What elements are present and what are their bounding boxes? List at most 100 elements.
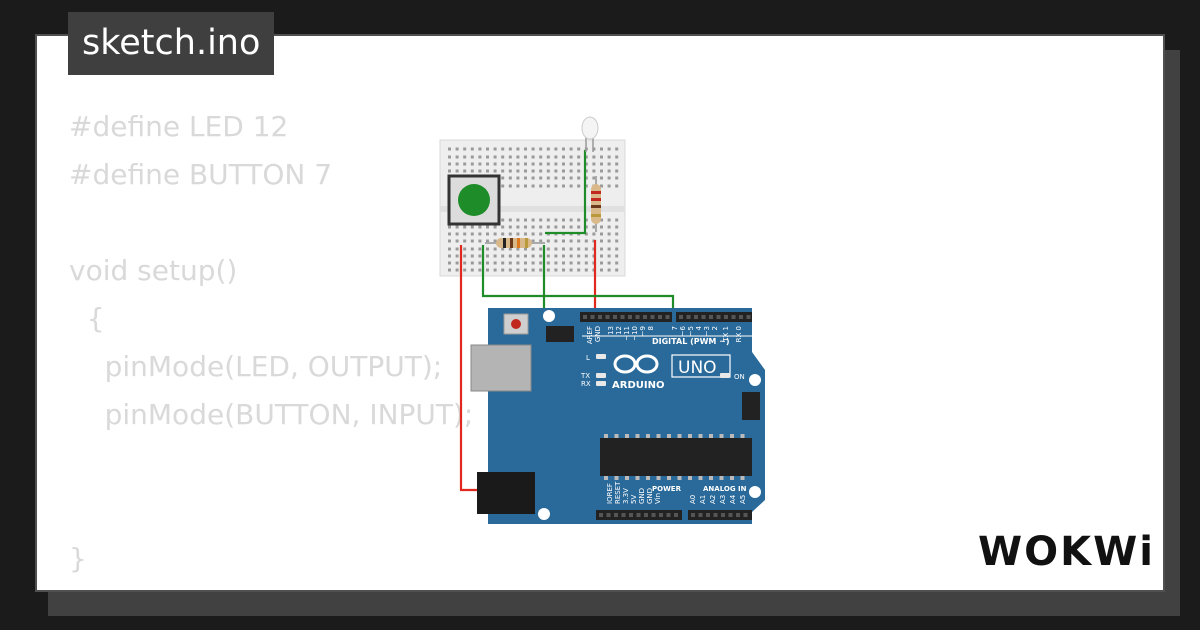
- breadboard-hole: [554, 261, 558, 265]
- breadboard-hole: [486, 162, 489, 166]
- breadboard-hole: [493, 162, 497, 166]
- pushbutton[interactable]: [447, 174, 501, 226]
- breadboard-hole: [470, 261, 474, 265]
- header-hole: [679, 315, 683, 319]
- breadboard-hole: [562, 155, 565, 159]
- pin-label: ~5: [687, 326, 695, 336]
- pushbutton-cap: [458, 184, 490, 216]
- pin-label: 13: [607, 326, 615, 335]
- breadboard-hole: [615, 147, 619, 151]
- pin-label: A2: [709, 495, 717, 504]
- header-hole: [605, 315, 610, 319]
- code-line: #define LED 12: [69, 110, 289, 143]
- breadboard-hole: [615, 268, 619, 272]
- chip-pin: [719, 434, 724, 438]
- chip-pin: [635, 434, 640, 438]
- breadboard-hole: [486, 155, 489, 159]
- chip-pin: [635, 476, 640, 480]
- breadboard-hole: [478, 268, 482, 272]
- breadboard-hole: [546, 261, 550, 265]
- breadboard-hole: [516, 254, 520, 258]
- breadboard-hole: [569, 239, 573, 243]
- breadboard-hole: [569, 225, 573, 229]
- breadboard-hole: [615, 225, 619, 229]
- breadboard-hole: [546, 169, 550, 173]
- pin-label: ~6: [679, 325, 687, 336]
- breadboard-hole: [531, 254, 535, 258]
- breadboard-hole: [546, 225, 550, 229]
- breadboard-hole: [531, 147, 535, 151]
- breadboard-hole: [607, 162, 611, 166]
- pin-label: GND: [646, 488, 654, 504]
- breadboard-hole: [448, 254, 451, 258]
- breadboard-hole: [584, 261, 588, 265]
- uno-box: [671, 354, 731, 378]
- chip-pin: [740, 476, 745, 480]
- breadboard-hole: [524, 184, 527, 188]
- chip-pin: [719, 476, 724, 480]
- breadboard-hole: [455, 254, 459, 258]
- breadboard-hole: [569, 218, 573, 222]
- pin-label: A5: [739, 495, 747, 504]
- header-hole: [659, 513, 663, 517]
- breadboard-hole: [448, 169, 451, 173]
- breadboard-hole: [607, 232, 611, 236]
- header-digital: [676, 312, 752, 322]
- breadboard-hole: [584, 176, 588, 180]
- breadboard-hole: [524, 155, 527, 159]
- chip-pin: [698, 476, 703, 480]
- header-hole: [598, 315, 602, 319]
- pin-label: ~10: [631, 326, 639, 341]
- breadboard-hole: [524, 218, 527, 222]
- breadboard-hole: [486, 239, 489, 243]
- breadboard-hole: [546, 254, 550, 258]
- breadboard-hole: [493, 268, 497, 272]
- code-line: #define BUTTON 7: [69, 158, 333, 191]
- breadboard-hole: [607, 254, 611, 258]
- header-hole: [713, 513, 718, 517]
- header-hole: [613, 315, 617, 319]
- breadboard-hole: [592, 147, 596, 151]
- led[interactable]: [581, 116, 599, 152]
- pin-label: 8: [647, 326, 655, 330]
- breadboard-hole: [584, 225, 588, 229]
- breadboard-hole: [615, 218, 619, 222]
- breadboard-hole: [478, 254, 482, 258]
- header-hole: [701, 315, 706, 319]
- atmega-chip: [600, 438, 752, 476]
- pin-label: A4: [729, 494, 737, 504]
- breadboard-hole: [470, 155, 474, 159]
- breadboard-hole: [539, 261, 543, 265]
- breadboard-hole: [455, 232, 459, 236]
- pin-label: 12: [615, 326, 623, 335]
- breadboard-hole: [562, 147, 565, 151]
- breadboard-hole: [554, 225, 558, 229]
- breadboard-hole: [554, 162, 558, 166]
- breadboard-hole: [539, 169, 543, 173]
- pin-label: ~11: [623, 326, 631, 341]
- file-tab[interactable]: sketch.ino: [68, 12, 275, 75]
- header-hole: [628, 315, 632, 319]
- breadboard-hole: [539, 147, 543, 151]
- breadboard-hole: [508, 155, 512, 159]
- breadboard-hole: [584, 162, 588, 166]
- breadboard-hole: [562, 162, 565, 166]
- breadboard-hole: [569, 155, 573, 159]
- chip-pin: [667, 434, 671, 438]
- breadboard-hole: [584, 247, 588, 251]
- breadboard-hole: [546, 147, 550, 151]
- pin-label: 7: [671, 326, 679, 330]
- breadboard-hole: [569, 162, 573, 166]
- breadboard-hole: [463, 239, 467, 243]
- breadboard-hole: [455, 147, 459, 151]
- breadboard-hole: [463, 232, 467, 236]
- breadboard-hole: [546, 184, 550, 188]
- breadboard-hole: [615, 239, 619, 243]
- chip-pin: [646, 476, 650, 480]
- breadboard-hole: [607, 147, 611, 151]
- breadboard-hole: [607, 239, 611, 243]
- breadboard-hole: [584, 254, 588, 258]
